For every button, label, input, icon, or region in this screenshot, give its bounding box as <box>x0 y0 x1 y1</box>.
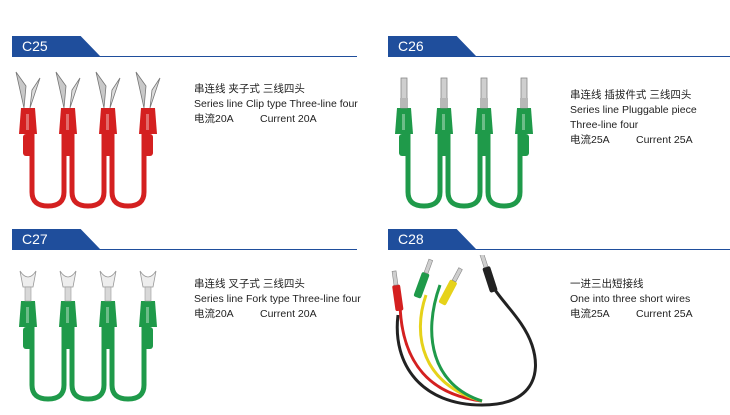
current-rating: 电流20A Current 20A <box>194 307 361 322</box>
title-cn: 串连线 叉子式 三线四头 <box>194 278 305 290</box>
product-code-tag: C28 <box>388 229 476 249</box>
clip-series-cable-image <box>15 71 161 209</box>
title-cn: 串连线 插拔件式 三线四头 <box>570 89 692 101</box>
current-cn: 电流20A <box>194 308 234 320</box>
current-rating: 电流25A Current 25A <box>570 133 697 148</box>
product-c26: C26 串连线 插拔件式 三线四头 Series line Pluggable … <box>388 36 730 216</box>
product-description: 串连线 插拔件式 三线四头 Series line Pluggable piec… <box>570 88 697 148</box>
product-code-tag: C25 <box>12 36 100 56</box>
title-en: Series line Clip type Three-line four <box>194 98 358 110</box>
title-en-line2: Three-line four <box>570 119 639 131</box>
product-description: 一进三出短接线 One into three short wires 电流25A… <box>570 277 693 322</box>
product-c25: C25 串连线 夹子式 三线四头 Series line Clip type T… <box>12 36 358 216</box>
current-rating: 电流25A Current 25A <box>570 307 693 322</box>
current-rating: 电流20A Current 20A <box>194 112 358 127</box>
product-description: 串连线 夹子式 三线四头 Series line Clip type Three… <box>194 82 358 127</box>
product-code-tag: C26 <box>388 36 476 56</box>
product-c27: C27 串连线 叉子式 三线四头 Series line Fork type T… <box>12 229 361 409</box>
divider <box>388 249 730 250</box>
current-cn: 电流25A <box>570 134 610 146</box>
pluggable-series-cable-image <box>395 77 533 209</box>
title-en: One into three short wires <box>570 293 691 305</box>
product-description: 串连线 叉子式 三线四头 Series line Fork type Three… <box>194 277 361 322</box>
current-cn: 电流25A <box>570 308 610 320</box>
product-c28: C28 一进三出短接线 One into three short wires 电… <box>388 229 730 409</box>
current-en: Current 20A <box>260 308 317 320</box>
divider <box>388 56 730 57</box>
title-cn: 串连线 夹子式 三线四头 <box>194 83 305 95</box>
title-en: Series line Fork type Three-line four <box>194 293 361 305</box>
current-en: Current 25A <box>636 308 693 320</box>
current-en: Current 25A <box>636 134 693 146</box>
divider <box>12 56 357 57</box>
title-en: Series line Pluggable piece <box>570 104 697 116</box>
current-en: Current 20A <box>260 113 317 125</box>
title-cn: 一进三出短接线 <box>570 278 644 290</box>
short-wire-cable-image <box>391 255 537 407</box>
fork-series-cable-image <box>19 270 157 402</box>
product-code-tag: C27 <box>12 229 100 249</box>
divider <box>12 249 357 250</box>
current-cn: 电流20A <box>194 113 234 125</box>
